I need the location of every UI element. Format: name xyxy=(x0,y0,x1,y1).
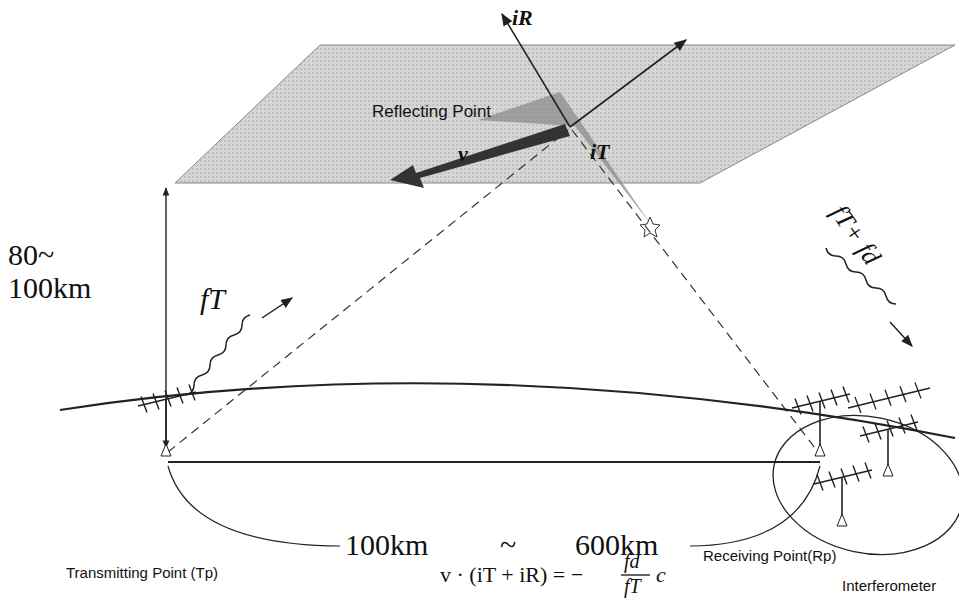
vector-label: v xyxy=(458,142,468,166)
wave-arrow xyxy=(890,322,912,346)
antenna-stroke xyxy=(855,397,861,413)
vector-label: iR xyxy=(512,6,533,30)
antenna-stroke xyxy=(831,390,837,406)
antenna-stroke xyxy=(863,427,869,443)
antenna-stroke xyxy=(853,466,859,482)
antenna-stroke xyxy=(807,396,813,412)
equation: c xyxy=(656,563,666,587)
antenna-stroke xyxy=(875,424,881,440)
baseline xyxy=(168,461,820,463)
site-label: Interferometer xyxy=(842,578,936,595)
site-label: Receiving Point(Rp) xyxy=(703,548,836,565)
equation: fd xyxy=(624,550,640,572)
antenna-mast xyxy=(815,444,825,456)
antenna-mast xyxy=(161,444,171,456)
antenna-stroke xyxy=(795,399,801,415)
antenna-stroke xyxy=(865,463,871,479)
ray-path xyxy=(572,130,818,452)
antenna-stroke xyxy=(189,385,195,401)
it-vector xyxy=(570,40,686,127)
antenna-stroke xyxy=(177,388,183,404)
antenna-stroke xyxy=(829,472,835,488)
antenna-stroke xyxy=(915,383,921,399)
frequency-label: fT xyxy=(200,282,225,315)
antennas xyxy=(138,383,930,526)
ray-path xyxy=(168,130,568,452)
distance-bracket xyxy=(168,466,340,546)
antenna-stroke xyxy=(141,397,147,413)
equation: fT xyxy=(624,575,641,597)
star-symbol xyxy=(640,217,660,237)
wave-arrow xyxy=(262,298,292,318)
antenna-stroke xyxy=(153,394,159,410)
antenna-stroke xyxy=(843,387,849,403)
antenna-stroke xyxy=(911,415,917,431)
antenna-stroke xyxy=(885,390,891,406)
frequency-label: fT+ fd xyxy=(825,200,886,270)
antenna-stroke xyxy=(817,475,823,491)
distance-label: 600km xyxy=(575,528,658,561)
antenna-mast xyxy=(837,514,847,526)
ir-vector xyxy=(502,14,570,127)
shaded-plane xyxy=(478,92,652,226)
vector-label: iT xyxy=(590,140,610,164)
interferometer-outline xyxy=(760,399,959,572)
antenna-stroke xyxy=(899,418,905,434)
distance-label: 100km xyxy=(345,528,428,561)
distance-label: ~ xyxy=(500,528,516,561)
antenna-stroke xyxy=(900,386,906,402)
antenna-mast xyxy=(883,464,893,476)
equation: v · (iT + iR) = − xyxy=(440,563,583,587)
antenna-stroke xyxy=(870,393,876,409)
distance-bracket xyxy=(690,466,820,546)
height-label: 80~ 100km xyxy=(8,238,96,304)
wave xyxy=(186,315,250,395)
point-label: Reflecting Point xyxy=(372,103,491,122)
velocity-arrow xyxy=(390,124,570,188)
site-label: Transmitting Point (Tp) xyxy=(66,565,218,582)
